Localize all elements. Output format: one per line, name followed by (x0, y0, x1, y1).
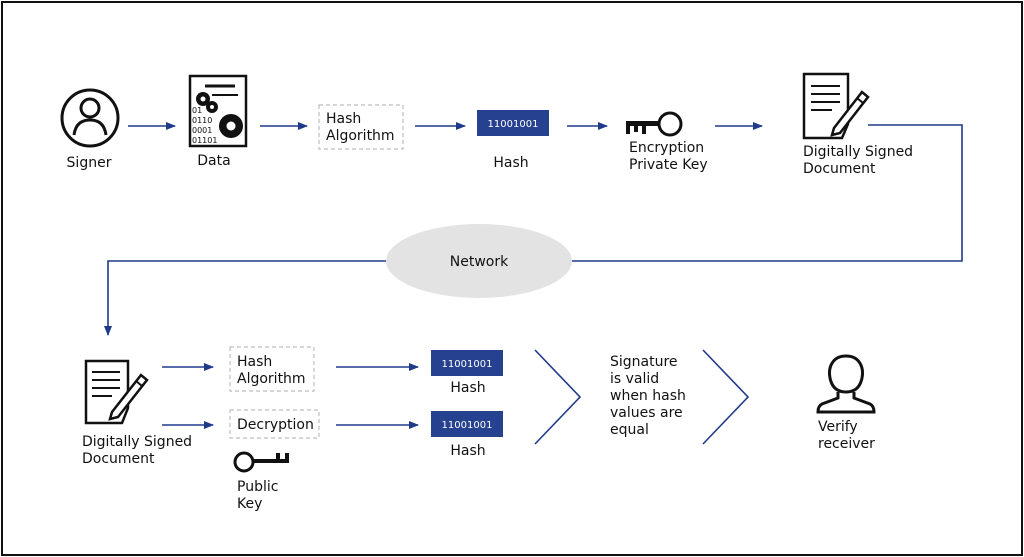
signature-line-1: Signature (610, 354, 678, 370)
data-bits-3: 0001 (192, 126, 212, 135)
signed-document-icon (802, 72, 870, 140)
decryption-box (229, 409, 320, 439)
signed-doc-line-2: Document (803, 161, 876, 177)
verify-line-1: Verify (818, 419, 858, 435)
signature-line-2: is valid (610, 371, 659, 387)
hash-algorithm-bottom-line-1: Hash (237, 354, 272, 370)
hash-value-box-2 (431, 411, 503, 437)
data-bits-1: 01 (192, 106, 202, 115)
private-key-icon (626, 111, 683, 137)
hash-label-1: Hash (450, 380, 485, 396)
data-bits-4: 01101 (192, 136, 217, 145)
data-bits-2: 0110 (192, 116, 212, 125)
hash-algorithm-line-1: Hash (326, 111, 361, 127)
connector-document-to-network (570, 124, 963, 262)
signature-line-4: values are (610, 405, 683, 421)
data-icon: 01 0110 0001 01101 (188, 74, 248, 148)
hash-value-box (477, 110, 549, 136)
verify-line-2: receiver (818, 436, 875, 452)
hash-value-1: 11001001 (442, 359, 493, 370)
receiver-icon (816, 354, 876, 414)
public-key-icon (233, 451, 289, 473)
data-label: Data (197, 153, 230, 169)
received-doc-line-1: Digitally Signed (82, 434, 192, 450)
hash-value-box-1 (431, 350, 503, 376)
hash-algorithm-box (318, 104, 404, 150)
signature-line-3: when hash (610, 388, 686, 404)
public-key-line-1: Public (237, 479, 278, 495)
hash-value: 11001001 (488, 119, 539, 130)
hash-label: Hash (493, 155, 528, 171)
decryption-label: Decryption (237, 417, 314, 433)
received-doc-line-2: Document (82, 451, 155, 467)
signed-doc-line-1: Digitally Signed (803, 144, 913, 160)
public-key-line-2: Key (237, 496, 262, 512)
chevron-compare (534, 349, 582, 445)
hash-value-2: 11001001 (442, 420, 493, 431)
network-ellipse (386, 224, 572, 298)
received-document-icon (84, 359, 149, 425)
hash-algorithm-line-2: Algorithm (326, 128, 395, 144)
signature-line-5: equal (610, 422, 649, 438)
chevron-verify (702, 349, 750, 445)
signer-label: Signer (67, 155, 112, 171)
network-label: Network (450, 254, 509, 270)
hash-algorithm-box-bottom (229, 346, 315, 392)
encryption-key-line-2: Private Key (629, 157, 708, 173)
connector-network-to-receiver (104, 260, 388, 336)
encryption-key-line-1: Encryption (629, 140, 704, 156)
hash-label-2: Hash (450, 443, 485, 459)
hash-algorithm-bottom-line-2: Algorithm (237, 371, 306, 387)
signer-icon (60, 88, 120, 148)
